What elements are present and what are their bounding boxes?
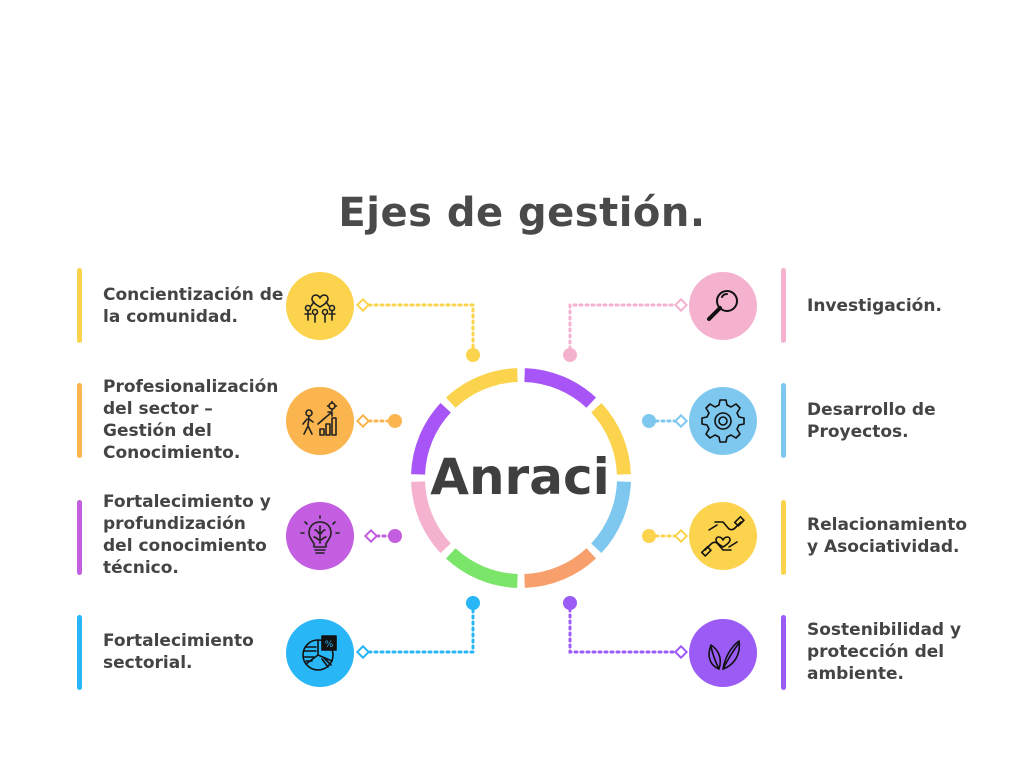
hands-heart-icon [701,515,745,557]
axis-bar-left-1 [77,268,82,343]
connector-left-1 [361,303,475,357]
growth-chart-icon [302,400,338,436]
connector-dot-right-3 [642,529,656,543]
axis-label-right-3: Relacionamiento y Asociatividad. [807,515,968,557]
connector-dot-left-3 [388,529,402,543]
ring-segment-4 [524,548,597,588]
connector-right-4 [568,601,683,654]
axis-icon-left-3 [286,502,354,570]
axis-bar-right-4 [781,615,786,690]
connector-diamond-right-4 [673,644,689,660]
axis-bar-right-1 [781,268,786,343]
community-heart-icon [304,294,336,323]
connector-dot-right-1 [563,348,577,362]
connector-dot-left-1 [466,348,480,362]
axis-icon-left-2 [286,387,354,455]
axis-bar-left-2 [77,383,82,458]
ring-segment-6 [411,481,451,554]
connector-dot-left-2 [388,414,402,428]
leaves-icon [708,640,741,670]
ring-segment-7 [411,402,451,475]
connector-dot-right-4 [563,596,577,610]
connector-dot-right-2 [642,414,656,428]
axis-label-left-1: Concientización de la comunidad. [103,285,284,327]
axis-label-right-2: Desarrollo de Proyectos. [807,400,936,442]
axis-bar-left-3 [77,500,82,575]
connector-diamond-right-2 [673,413,689,429]
connector-diamond-right-3 [673,528,689,544]
svg-text:%: % [325,640,334,650]
connector-diamond-right-1 [673,297,689,313]
center-label: Anraci [430,448,610,506]
magnifier-icon [707,290,738,321]
connector-diamond-left-4 [355,644,371,660]
axis-label-left-3: Fortalecimiento y profundización del con… [103,492,271,578]
axis-icon-right-3 [689,502,757,570]
connector-right-1 [568,303,683,357]
pie-chart-icon: % [302,635,337,671]
ring-segment-8 [445,368,518,408]
axis-icon-right-1 [689,272,757,340]
axis-bar-right-2 [781,383,786,458]
axis-label-left-2: Profesionalización del sector – Gestión … [103,377,279,463]
axis-icon-left-1 [286,272,354,340]
axis-bar-left-4 [77,615,82,690]
axis-label-right-4: Sostenibilidad y protección del ambiente… [807,620,962,684]
brain-lightbulb-icon [300,515,340,554]
ring-segment-1 [524,368,597,408]
connector-diamond-left-3 [363,528,379,544]
axis-label-right-1: Investigación. [807,296,942,316]
connector-diamond-left-2 [355,413,371,429]
page-title: Ejes de gestión. [338,190,706,236]
axis-icon-left-4: % [286,619,354,687]
ring-segment-5 [445,548,518,588]
axis-label-left-4: Fortalecimiento sectorial. [103,631,254,673]
connector-diamond-left-1 [355,297,371,313]
connector-dot-left-4 [466,596,480,610]
axis-icon-right-2 [689,387,757,455]
ring-segment-3 [591,481,631,554]
axis-icon-right-4 [689,619,757,687]
axis-bar-right-3 [781,500,786,575]
gear-icon [701,399,745,443]
connector-left-4 [361,601,475,654]
ring-segment-2 [591,402,631,475]
